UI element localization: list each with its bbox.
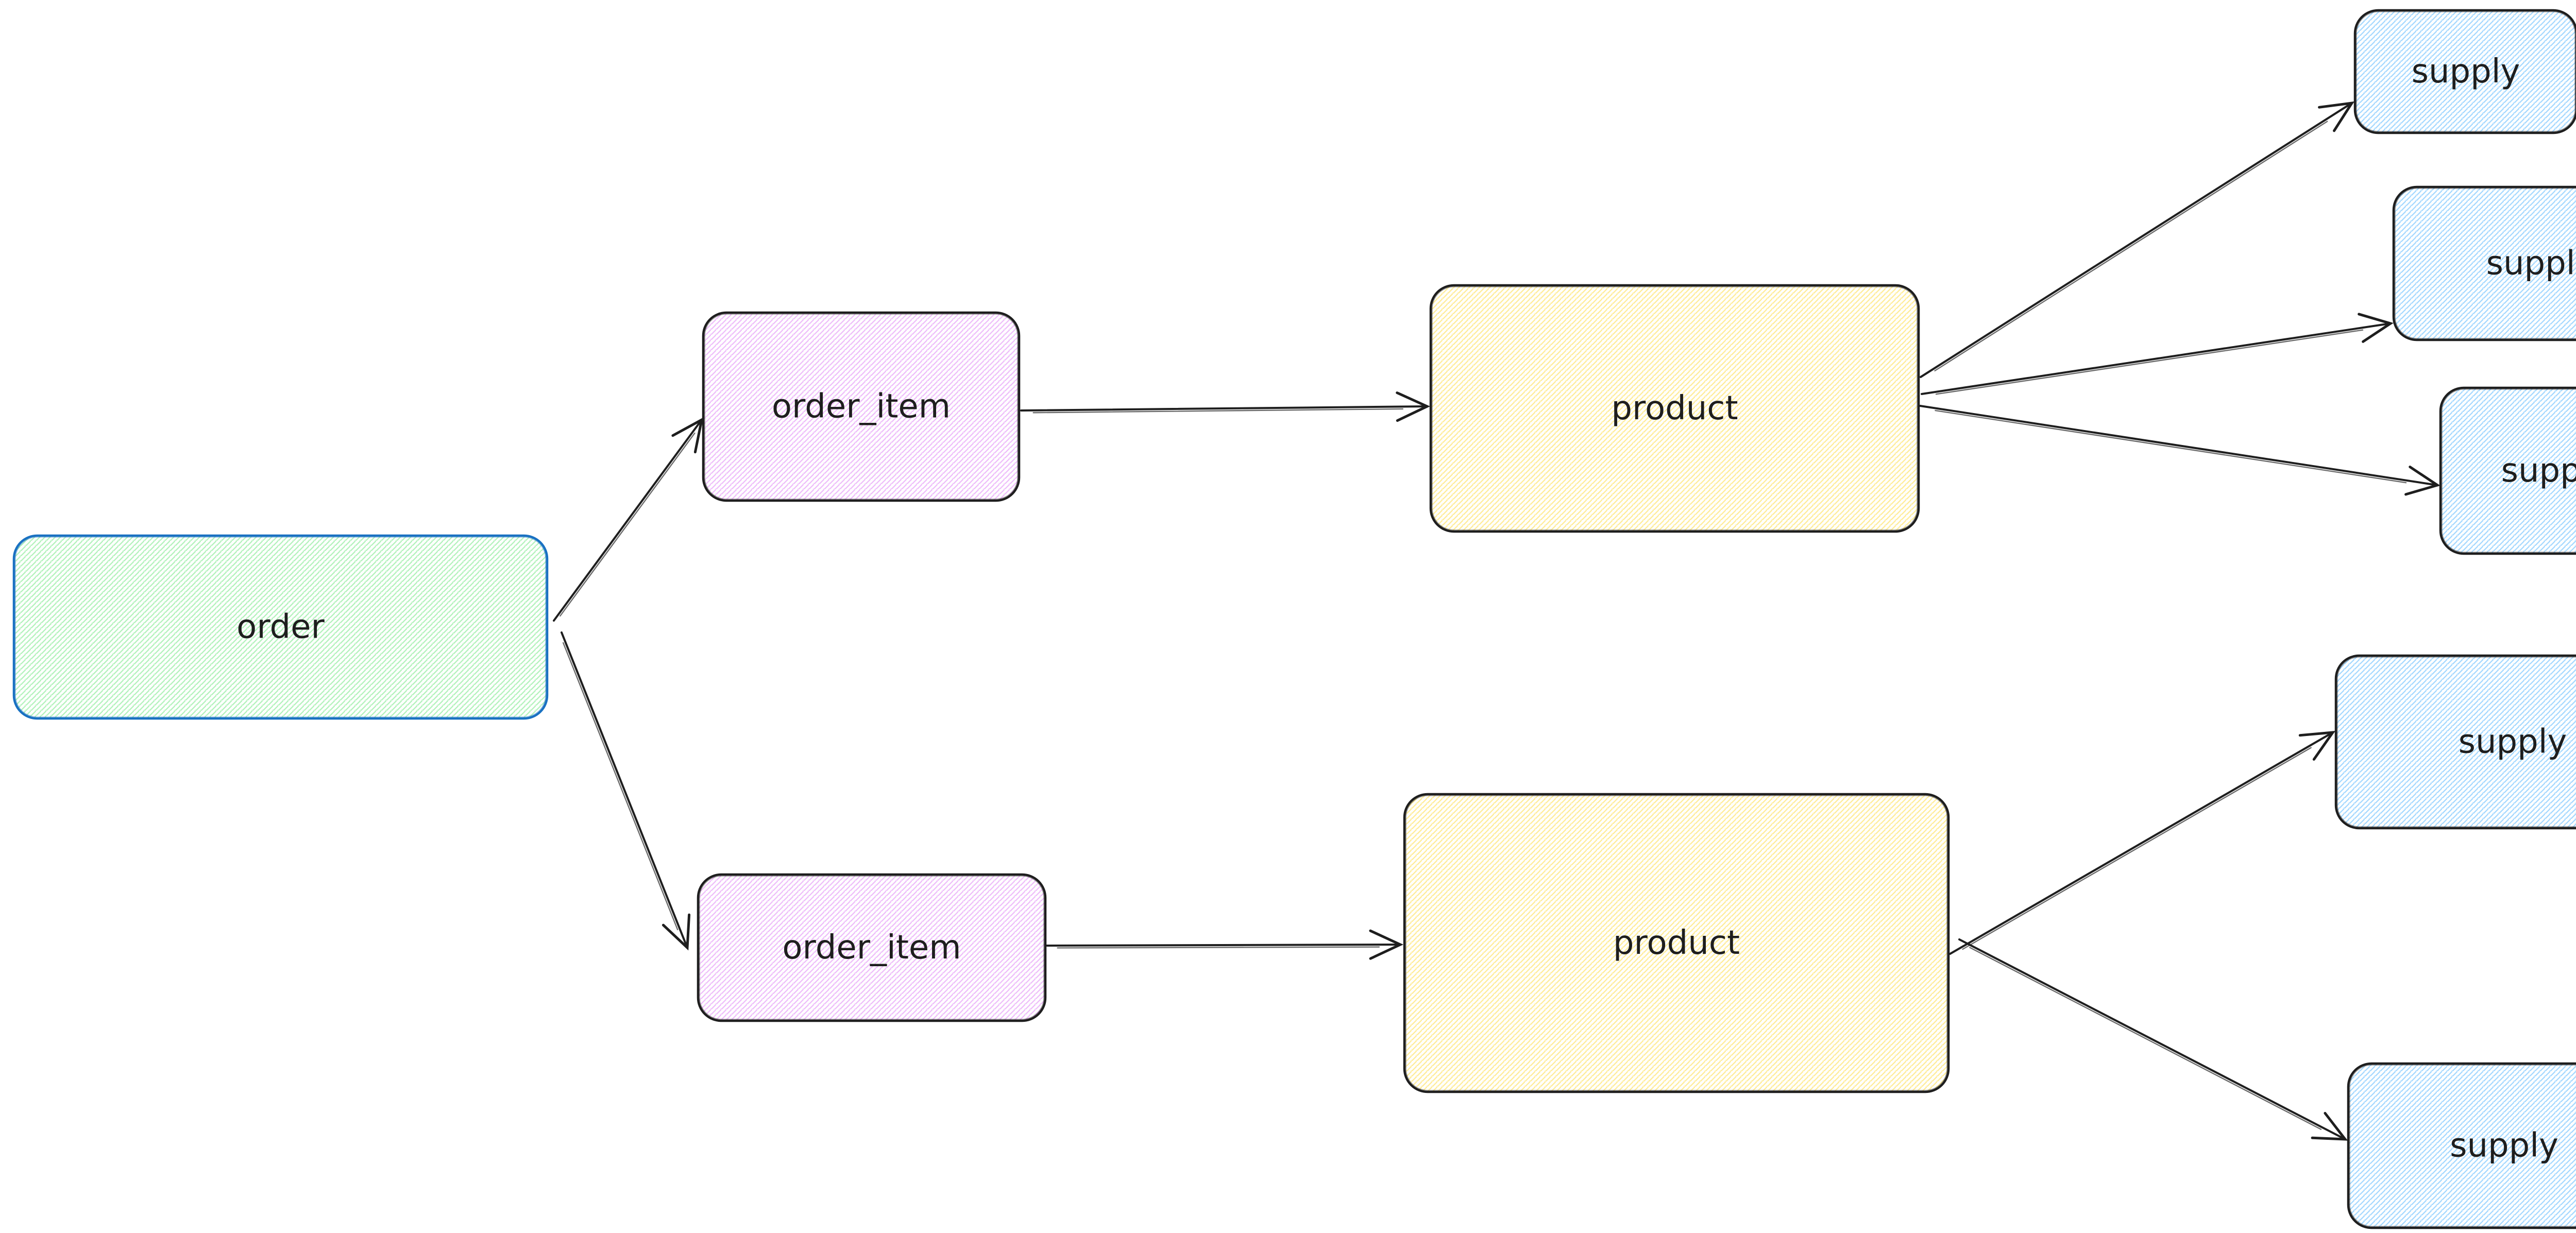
edge-order-to-order_item_1[interactable] bbox=[553, 417, 704, 622]
nodes-layer: orderorder_itemorder_itemproductproducts… bbox=[12, 9, 2576, 1229]
node-supply_1[interactable]: supply bbox=[2353, 9, 2576, 134]
edge-product_1-to-supply_3[interactable] bbox=[1919, 405, 2441, 496]
node-supply_3-label: supply bbox=[2501, 452, 2576, 490]
arrow-line[interactable] bbox=[1949, 731, 2336, 955]
node-supply_1-label: supply bbox=[2412, 53, 2520, 91]
node-supply_4-box[interactable] bbox=[2334, 654, 2576, 830]
node-supply_4-box-echo bbox=[2337, 657, 2576, 827]
arrow-line[interactable] bbox=[1921, 313, 2394, 395]
node-order_item_1-box[interactable] bbox=[702, 311, 1021, 502]
arrow-echo-stroke bbox=[1032, 408, 1403, 414]
arrow-echo-stroke bbox=[560, 432, 696, 617]
node-order_item_2-box[interactable] bbox=[697, 873, 1047, 1022]
node-supply_5-label: supply bbox=[2450, 1127, 2558, 1165]
arrow-line[interactable] bbox=[1046, 929, 1403, 960]
edge-order_item_2-to-product_2[interactable] bbox=[1046, 929, 1403, 960]
node-product_1-label: product bbox=[1611, 389, 1738, 427]
edge-product_2-to-supply_4[interactable] bbox=[1949, 731, 2336, 955]
node-product_2[interactable]: product bbox=[1403, 793, 1950, 1093]
edge-order-to-order_item_2[interactable] bbox=[561, 631, 691, 951]
edge-product_2-to-supply_5[interactable] bbox=[1958, 938, 2348, 1141]
node-supply_3-box[interactable] bbox=[2439, 386, 2576, 555]
node-product_2-label: product bbox=[1613, 924, 1740, 962]
node-product_1-box[interactable] bbox=[1429, 284, 1920, 533]
node-product_1[interactable]: product bbox=[1429, 284, 1920, 533]
node-product_1-box-echo bbox=[1432, 286, 1918, 530]
node-product_2-box[interactable] bbox=[1403, 793, 1950, 1093]
arrow-echo-stroke bbox=[562, 642, 679, 931]
arrow-line[interactable] bbox=[1919, 405, 2441, 496]
node-order_item_2[interactable]: order_item bbox=[697, 873, 1047, 1022]
arrow-line[interactable] bbox=[1958, 938, 2348, 1141]
arrow-line[interactable] bbox=[553, 417, 704, 622]
node-supply_4[interactable]: supply bbox=[2334, 654, 2576, 830]
node-supply_1-box-echo bbox=[2356, 11, 2575, 132]
node-supply_3-box-echo bbox=[2442, 389, 2576, 553]
node-product_2-box-echo bbox=[1405, 795, 1947, 1091]
node-supply_2-box-echo bbox=[2395, 188, 2576, 339]
node-supply_2-box[interactable] bbox=[2392, 185, 2576, 341]
node-order_item_1-box-echo bbox=[704, 314, 1018, 500]
arrow-echo-stroke bbox=[1934, 121, 2328, 372]
node-order_item_1[interactable]: order_item bbox=[702, 311, 1021, 502]
node-order-box[interactable] bbox=[12, 534, 549, 720]
node-supply_5[interactable]: supply bbox=[2347, 1062, 2576, 1229]
node-supply_2[interactable]: supply bbox=[2392, 185, 2576, 341]
arrow-echo-stroke bbox=[1962, 747, 2312, 950]
edges-layer bbox=[553, 101, 2441, 1141]
node-order_item_1-label: order_item bbox=[772, 388, 951, 426]
node-supply_2-label: supply bbox=[2486, 245, 2576, 283]
arrow-line[interactable] bbox=[1920, 101, 2354, 378]
edge-order_item_1-to-product_1[interactable] bbox=[1020, 391, 1430, 422]
arrow-echo-stroke bbox=[1935, 409, 2407, 484]
node-order-label: order bbox=[236, 608, 325, 646]
node-supply_3[interactable]: supply bbox=[2439, 386, 2576, 555]
node-supply_1-box[interactable] bbox=[2353, 9, 2576, 134]
node-supply_5-box-echo bbox=[2349, 1065, 2576, 1227]
node-order_item_2-box-echo bbox=[699, 876, 1044, 1020]
arrow-line[interactable] bbox=[1020, 391, 1430, 422]
node-order[interactable]: order bbox=[12, 534, 549, 720]
arrow-echo-stroke bbox=[1057, 946, 1380, 949]
arrow-echo-stroke bbox=[1935, 329, 2364, 395]
edge-product_1-to-supply_1[interactable] bbox=[1920, 101, 2354, 378]
node-supply_5-box[interactable] bbox=[2347, 1062, 2576, 1229]
node-order-box-echo bbox=[15, 537, 546, 717]
arrow-line[interactable] bbox=[561, 631, 691, 951]
arrow-echo-stroke bbox=[1969, 947, 2322, 1130]
node-order_item_2-label: order_item bbox=[782, 929, 961, 967]
node-supply_4-label: supply bbox=[2459, 723, 2567, 761]
edge-product_1-to-supply_2[interactable] bbox=[1921, 313, 2394, 395]
